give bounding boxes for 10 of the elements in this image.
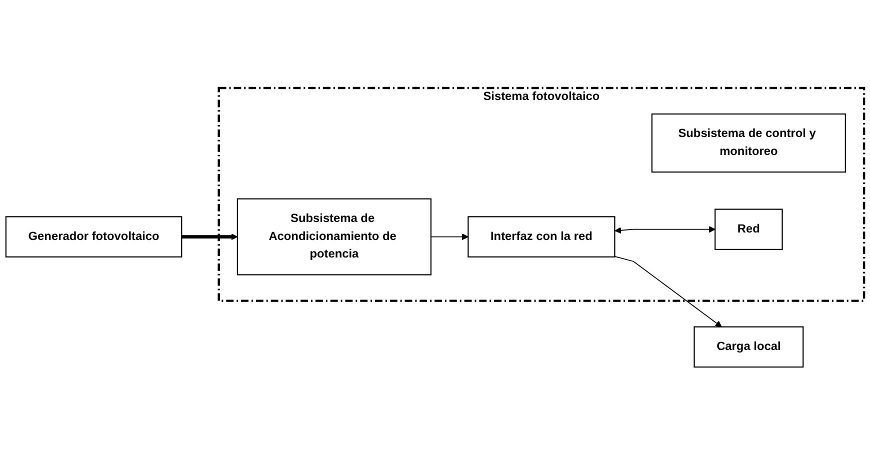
arrow (614, 226, 716, 234)
node-box: Generador fotovoltaico (5, 216, 182, 257)
arrow (430, 233, 468, 240)
node-box: Subsistema de Acondicionamiento de potencia (236, 198, 432, 275)
node-box: Carga local (694, 326, 804, 368)
arrow (182, 233, 238, 240)
node-box: Interfaz con la red (468, 216, 616, 257)
node-box: Red (714, 208, 783, 250)
arrow (614, 255, 722, 327)
node-box: Subsistema de control y monitoreo (651, 112, 846, 172)
